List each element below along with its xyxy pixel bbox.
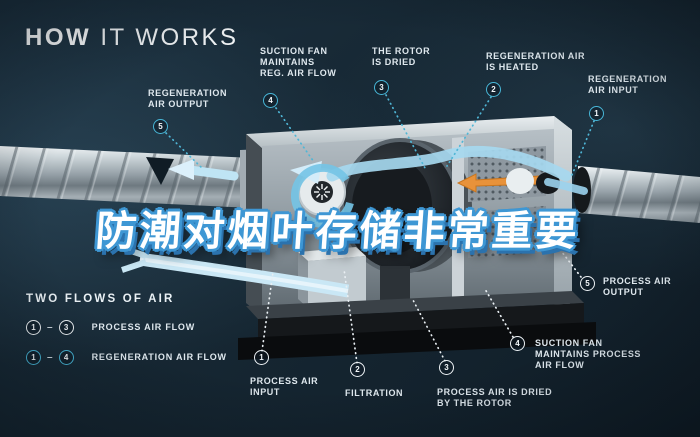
regen-flow-ribbon	[326, 145, 572, 182]
legend-badge-regen-to: 4	[58, 349, 74, 365]
badge-process-3: 3	[439, 360, 454, 375]
badge-regen-2: 2	[486, 82, 501, 97]
desiccant-rotor	[340, 138, 472, 274]
legend-label-regen: REGENERATION AIR FLOW	[91, 352, 227, 362]
page-title: HOW IT WORKS	[25, 24, 239, 52]
legend-label-process: PROCESS AIR FLOW	[91, 322, 196, 332]
legend-dash: –	[47, 351, 53, 363]
output-arrowhead	[168, 159, 194, 180]
heater-section	[456, 146, 560, 258]
title-word-how: HOW	[25, 24, 92, 51]
leader-lines	[165, 94, 595, 364]
legend-badge-regen-from: 1	[26, 349, 41, 365]
divider-wall	[452, 137, 464, 304]
machine-cabinet	[238, 116, 596, 360]
badge-regen-5: 5	[153, 119, 168, 134]
badge-regen-3: 3	[374, 80, 389, 95]
chinese-overlay-text: 防潮对烟叶存储非常重要	[94, 207, 582, 255]
duct-cutout	[146, 157, 174, 185]
badge-process-5: 5	[580, 276, 595, 291]
air-flow-arrows	[121, 145, 588, 298]
process-flow-highlight	[139, 257, 349, 293]
right-duct	[573, 166, 700, 223]
fan-swirl-arrow	[290, 163, 354, 228]
legend-badge-process-to: 3	[58, 319, 74, 335]
badge-process-2: 2	[350, 362, 365, 377]
legend-row-process: 1 – 3 PROCESS AIR FLOW	[26, 319, 227, 335]
callout-label-filtration: FILTRATION	[345, 388, 404, 398]
legend-dash: –	[47, 321, 53, 333]
legend-title: TWO FLOWS OF AIR	[26, 293, 175, 305]
output-ribbon	[185, 165, 239, 181]
regen-leader-lines	[165, 94, 595, 176]
badge-regen-1: 1	[589, 106, 604, 121]
legend-badge-process-from: 1	[26, 319, 41, 335]
legend-two-flows: TWO FLOWS OF AIR 1 – 3 PROCESS AIR FLOW …	[26, 293, 227, 365]
input-ribbon	[544, 178, 588, 195]
process-leader-lines	[261, 234, 582, 364]
title-word-it-works: IT WORKS	[100, 24, 239, 51]
cabinet-top-face	[246, 116, 572, 150]
badge-process-1: 1	[254, 350, 269, 365]
badge-regen-4: 4	[263, 93, 278, 108]
process-flow-fork-tail	[121, 245, 147, 273]
port-ring	[506, 168, 534, 194]
legend-row-regen: 1 – 4 REGENERATION AIR FLOW	[26, 349, 227, 365]
badge-process-4: 4	[510, 336, 525, 351]
filter-housing	[298, 247, 410, 308]
